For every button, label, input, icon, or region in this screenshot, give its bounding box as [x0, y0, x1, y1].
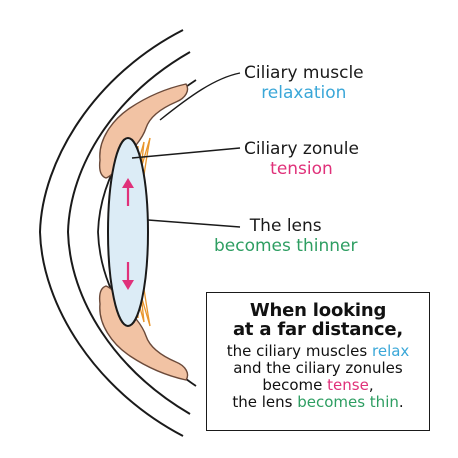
label-lens: The lens becomes thinner — [214, 216, 357, 256]
label-lens-state: becomes thinner — [214, 236, 358, 256]
leader-line-zonule — [131, 147, 241, 159]
info-line2: and the ciliary zonules — [233, 359, 403, 377]
highlight-relax: relax — [372, 342, 410, 360]
label-ciliary-muscle-title: Ciliary muscle — [244, 63, 364, 83]
info-line3: become tense, — [207, 377, 429, 394]
info-line1: the ciliary muscles relax — [207, 343, 429, 360]
info-title-line1: When looking — [249, 300, 387, 321]
info-line3-post: , — [368, 376, 374, 394]
info-line4-post: . — [398, 393, 404, 411]
highlight-becomes-thin: becomes thin — [297, 393, 399, 411]
info-box: When looking at a far distance, the cili… — [206, 292, 430, 431]
info-title-line2: at a far distance, — [232, 319, 403, 340]
ciliary-muscle-bottom — [98, 285, 189, 381]
info-line4-text: the lens — [232, 393, 298, 411]
sclera-outer-line — [38, 29, 184, 437]
arrow-down-icon — [122, 262, 134, 290]
arrow-up-icon — [122, 178, 134, 206]
lens — [107, 137, 149, 327]
label-lens-title: The lens — [249, 216, 322, 236]
label-ciliary-zonule: Ciliary zonule tension — [244, 139, 359, 179]
info-box-body: the ciliary muscles relax and the ciliar… — [207, 343, 429, 411]
info-line4: the lens becomes thin. — [207, 394, 429, 411]
leader-line-lens — [147, 219, 241, 228]
highlight-tense: tense — [327, 376, 369, 394]
label-ciliary-zonule-title: Ciliary zonule — [244, 139, 359, 159]
label-ciliary-muscle: Ciliary muscle relaxation — [244, 63, 364, 103]
info-line3-text: become — [262, 376, 328, 394]
sclera-inner-line — [66, 51, 191, 415]
leader-line-muscle — [159, 72, 241, 121]
label-ciliary-zonule-state: tension — [270, 159, 333, 179]
label-ciliary-muscle-state: relaxation — [261, 83, 347, 103]
info-box-title: When looking at a far distance, — [207, 301, 429, 339]
info-line1-text: the ciliary muscles — [226, 342, 372, 360]
ciliary-muscle-top — [98, 83, 189, 179]
